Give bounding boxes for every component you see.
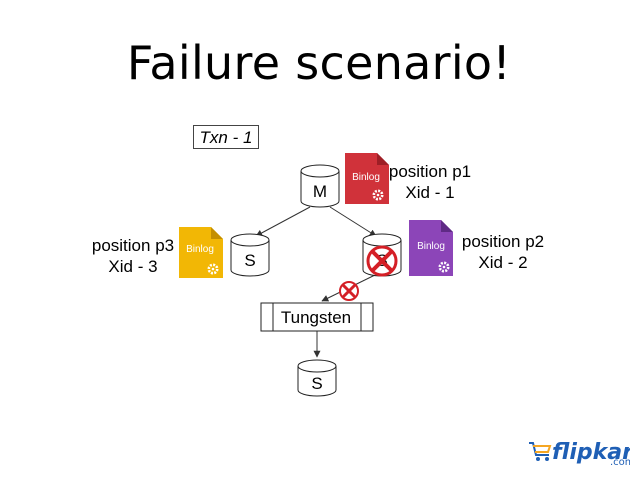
- arrow-master-to-slave-failed: [329, 206, 377, 237]
- node-failure-x-icon: [366, 245, 398, 277]
- slave-left-database-icon: S: [230, 233, 270, 277]
- binlog-right-file-icon: Binlog: [409, 220, 453, 276]
- slave-left-label: S: [244, 251, 255, 270]
- logo-brand: flipkart: [552, 440, 630, 465]
- binlog-left-file-icon: Binlog: [179, 227, 223, 278]
- binlog-right-xid: Xid - 2: [478, 253, 528, 272]
- binlog-right-position: position p2: [461, 232, 545, 251]
- flipkart-logo: flipkart .com: [529, 440, 630, 468]
- binlog-top-caption: position p1 Xid - 1: [388, 161, 472, 203]
- binlog-top-xid: Xid - 1: [405, 183, 455, 202]
- binlog-left-xid: Xid - 3: [108, 257, 158, 276]
- master-label: M: [313, 182, 327, 201]
- binlog-right-label: Binlog: [417, 241, 445, 252]
- master-database-icon: M: [300, 164, 340, 208]
- gear-icon: [207, 263, 219, 275]
- binlog-left-label: Binlog: [186, 244, 214, 255]
- txn-label: Txn - 1: [193, 125, 259, 149]
- connectors: [255, 206, 377, 358]
- gear-icon: [372, 189, 384, 201]
- link-failure-x-icon: [339, 281, 359, 301]
- cart-icon: [529, 442, 552, 461]
- binlog-top-file-icon: Binlog: [345, 153, 389, 204]
- gear-icon: [438, 261, 450, 273]
- slave-bottom-database-icon: S: [297, 359, 337, 397]
- binlog-left-caption: position p3 Xid - 3: [86, 235, 180, 277]
- slave-bottom-label: S: [311, 374, 322, 393]
- tungsten-label: Tungsten: [281, 308, 351, 327]
- binlog-top-position: position p1: [388, 162, 472, 181]
- tungsten-node: Tungsten: [260, 302, 374, 332]
- arrow-master-to-slave-left: [255, 206, 311, 237]
- logo-domain: .com: [610, 457, 630, 468]
- binlog-top-label: Binlog: [352, 172, 380, 183]
- binlog-right-caption: position p2 Xid - 2: [455, 231, 551, 273]
- slide-title: Failure scenario!: [126, 36, 512, 90]
- binlog-left-position: position p3: [91, 236, 175, 255]
